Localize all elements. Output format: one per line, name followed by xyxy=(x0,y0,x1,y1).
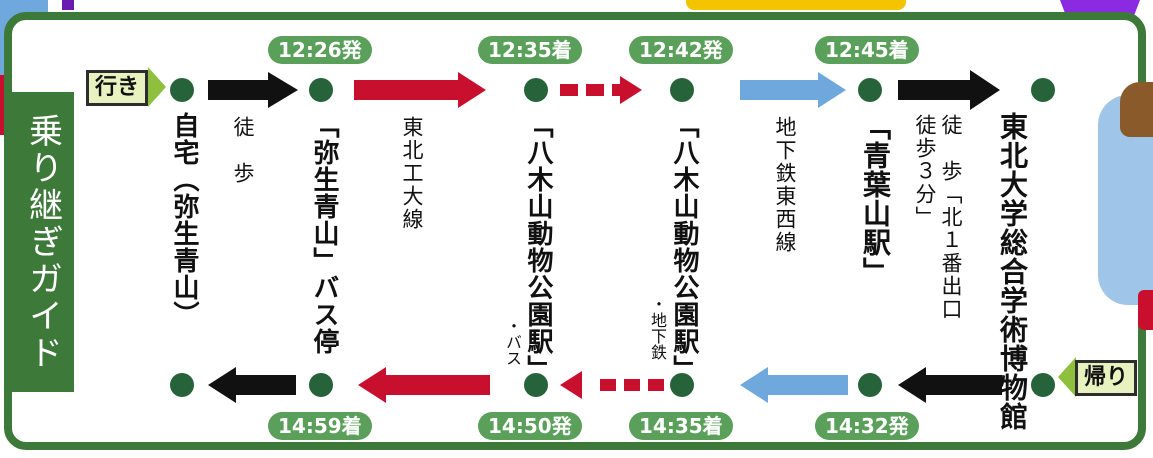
outbound-transfer-arrow xyxy=(560,76,642,104)
route-bus: 東北工大線 xyxy=(400,116,424,231)
route-walk-final-2: 徒歩３分」 xyxy=(913,114,937,229)
stop-yayoi-bus: 「弥生青山」バス停 xyxy=(309,112,339,355)
stop-dot-aobayama xyxy=(858,78,882,102)
return-label: 帰り xyxy=(1075,360,1138,396)
route-walk-final-1: 徒 歩「北１番出口 xyxy=(939,114,963,321)
stop-dot-home xyxy=(170,78,194,102)
outbound-subway-arrow xyxy=(740,72,846,108)
outbound-walk-final-arrow xyxy=(898,70,1000,110)
route-subway: 地下鉄東西線 xyxy=(773,116,797,254)
stop-dot-museum xyxy=(1031,78,1055,102)
outbound-arrow-icon xyxy=(148,67,166,107)
outbound-time-arrive-aobayama: 12:45着 xyxy=(815,36,919,64)
stop-museum: 東北大学総合学術博物館 xyxy=(996,112,1029,431)
stop-dot-yagiyama-bus xyxy=(524,78,548,102)
outbound-bus-arrow xyxy=(354,72,486,108)
return-dot-yagiyama-bus xyxy=(524,373,548,397)
return-time-arrive-yayoi: 14:59着 xyxy=(268,412,372,440)
return-walk-arrow xyxy=(898,367,1002,403)
return-bus-arrow xyxy=(358,367,490,403)
top-center-yellow-shape xyxy=(686,0,906,10)
return-dot-yagiyama-subway xyxy=(670,373,694,397)
outbound-label: 行き xyxy=(86,70,149,106)
return-subway-arrow xyxy=(740,367,848,403)
outbound-time-depart-yagiyama: 12:42発 xyxy=(629,36,733,64)
outbound-walk-arrow xyxy=(208,72,298,108)
return-time-arrive-yagiyama: 14:35着 xyxy=(629,412,733,440)
return-time-depart-yagiyama: 14:50発 xyxy=(478,412,582,440)
stop-yagiyama-bus: 「八木山動物公園駅」 xyxy=(523,112,553,382)
stop-home: 自宅（弥生青山） xyxy=(169,112,199,328)
guide-title: 乗り継ぎガイド xyxy=(12,92,74,392)
mascot-red-shoe xyxy=(1138,290,1153,330)
outbound-time-depart-yayoi: 12:26発 xyxy=(268,36,372,64)
return-time-depart-aobayama: 14:32発 xyxy=(815,412,919,440)
stop-aobayama: 「青葉山駅」 xyxy=(859,112,892,286)
stop-dot-yayoi-bus xyxy=(309,78,333,102)
stop-yagiyama-subway: 「八木山動物公園駅」 xyxy=(669,112,699,382)
return-dot-museum xyxy=(1031,373,1055,397)
stop-yagiyama-subway-note: ・地下鉄 xyxy=(648,296,667,360)
stop-dot-yagiyama-subway xyxy=(670,78,694,102)
top-left-purple-shape xyxy=(62,0,74,10)
route-walk: 徒 歩 xyxy=(231,116,255,185)
mascot-horn-icon xyxy=(1120,82,1153,137)
return-transfer-arrow xyxy=(560,371,664,399)
return-dot-home xyxy=(170,373,194,397)
return-dot-aobayama xyxy=(858,373,882,397)
stop-yagiyama-bus-note: ・バス xyxy=(503,318,522,366)
return-walk-home-arrow xyxy=(208,367,296,403)
return-arrow-icon xyxy=(1058,357,1076,397)
return-dot-yayoi-bus xyxy=(309,373,333,397)
outbound-time-arrive-yagiyama: 12:35着 xyxy=(478,36,582,64)
